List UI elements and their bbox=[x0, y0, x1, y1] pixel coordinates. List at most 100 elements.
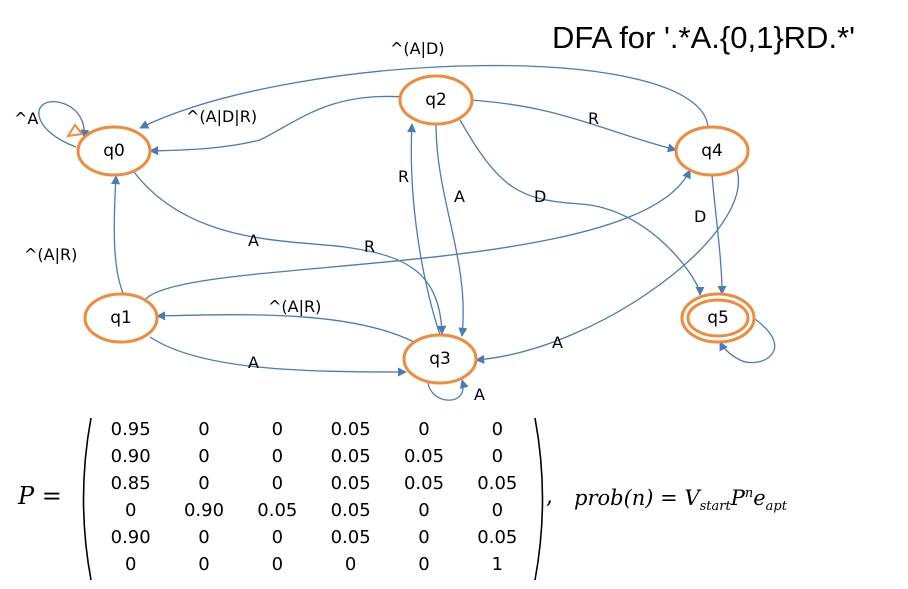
matrix-cell: 0.85 bbox=[110, 473, 151, 494]
edge-q3-to-q3 bbox=[427, 379, 469, 401]
state-label-q0: q0 bbox=[103, 141, 125, 161]
matrix-cell: 0 bbox=[344, 554, 357, 575]
matrix-row: 0 0 0 0 0 1 bbox=[94, 551, 534, 578]
matrix-cell: 0.05 bbox=[257, 500, 298, 521]
edge-label-q1-to-q0: ^(A|R) bbox=[24, 245, 77, 264]
edge-label-q0-to-q0: ^A bbox=[14, 109, 38, 128]
state-label-q3: q3 bbox=[429, 349, 451, 369]
matrix-cell: 0 bbox=[124, 554, 137, 575]
edge-q2-to-q3 bbox=[435, 123, 468, 337]
edge-q1-to-q4 bbox=[144, 169, 691, 301]
matrix-cell: 0 bbox=[271, 446, 284, 467]
matrix-cell: 0.05 bbox=[403, 446, 445, 467]
edge-q3-to-q2 bbox=[407, 123, 441, 336]
matrix-cell: 0.05 bbox=[330, 446, 371, 467]
matrix-cell: 0.05 bbox=[477, 473, 518, 494]
prob-lhs: prob(n) = bbox=[574, 486, 685, 510]
matrix-cell: 0 bbox=[418, 419, 430, 440]
edge-label-q2-to-q4: R bbox=[588, 109, 599, 128]
matrix-cell: 0 bbox=[198, 446, 210, 467]
edge-label-q0-to-q3: A bbox=[248, 231, 259, 250]
matrix-cell: 0 bbox=[198, 554, 210, 575]
matrix-left-paren bbox=[82, 417, 92, 581]
edge-q0-to-q0 bbox=[38, 101, 90, 148]
state-q3: q3 bbox=[402, 333, 478, 385]
equation-comma: , bbox=[546, 484, 553, 509]
state-q5: q5 bbox=[680, 292, 756, 344]
state-label-q2: q2 bbox=[425, 90, 447, 110]
matrix-cell: 0 bbox=[418, 554, 430, 575]
matrix-cell: 0 bbox=[198, 473, 210, 494]
dfa-diagram: q0 q1 q2 q3 q4 q5 ^A A ^(A|R) A R ^(A|D|R) A R D ^(A|R… bbox=[14, 39, 776, 404]
state-circle-q1 bbox=[83, 292, 159, 344]
matrix-cell: 0.05 bbox=[330, 473, 371, 494]
matrix-cell: 0 bbox=[271, 554, 284, 575]
transition-matrix: 0.95 0 0 0.05 0 0 0.90 0 0 0.05 0.05 0 0.85 0 0 0.05 0.0… bbox=[94, 416, 534, 578]
matrix-cell: 0 bbox=[491, 500, 504, 521]
matrix-cell: 0.90 bbox=[183, 500, 225, 521]
edge-q0-to-q3 bbox=[133, 171, 447, 335]
state-label-q4: q4 bbox=[701, 141, 723, 161]
matrix-cell: 0 bbox=[124, 500, 137, 521]
edge-q2-to-q0 bbox=[149, 95, 405, 156]
edge-label-q1-to-q3: A bbox=[248, 353, 259, 372]
transition-matrix-equation: P = 0.95 0 0 0.05 0 0 0.90 0 0 0.05 0.05 0 0.85 0 0 0.0… bbox=[18, 414, 898, 584]
matrix-cell: 0 bbox=[418, 527, 430, 548]
matrix-cell: 0 bbox=[491, 419, 504, 440]
state-circle-q2 bbox=[398, 74, 474, 126]
state-label-q1: q1 bbox=[110, 308, 132, 328]
matrix-cell: 0.05 bbox=[477, 527, 518, 548]
edge-label-q3-to-q2: R bbox=[398, 167, 409, 186]
matrix-cell: 0 bbox=[271, 473, 284, 494]
state-label-q5: q5 bbox=[707, 308, 729, 328]
edge-q2-to-q4 bbox=[469, 99, 677, 153]
edge-label-q4-to-q0: ^(A|D) bbox=[390, 39, 445, 58]
edge-label-q2-to-q0: ^(A|D|R) bbox=[186, 107, 257, 126]
matrix-cell: 1 bbox=[491, 554, 504, 575]
edge-q4-to-q3 bbox=[475, 166, 739, 364]
matrix-row: 0.85 0 0 0.05 0.05 0.05 bbox=[94, 470, 534, 497]
matrix-cell: 0 bbox=[418, 500, 430, 521]
edge-q5-to-q5 bbox=[719, 316, 776, 364]
edge-label-q2-to-q5: D bbox=[534, 187, 546, 206]
edge-label-q3-to-q1: ^(A|R) bbox=[268, 297, 321, 316]
state-circle-q4 bbox=[674, 125, 750, 177]
edge-q3-to-q1 bbox=[156, 311, 415, 343]
prob-v: V bbox=[684, 486, 700, 510]
matrix-cell: 0 bbox=[271, 527, 284, 548]
matrix-cell: 0 bbox=[271, 419, 284, 440]
matrix-cell: 0.05 bbox=[403, 473, 445, 494]
matrix-lhs: P = bbox=[18, 482, 62, 510]
edge-q4-to-q0 bbox=[139, 64, 709, 129]
state-q1: q1 bbox=[83, 292, 159, 344]
start-marker-icon bbox=[65, 123, 84, 138]
matrix-right-paren bbox=[534, 417, 544, 581]
edge-q2-to-q5 bbox=[459, 119, 705, 296]
edge-q1-to-q0 bbox=[111, 175, 124, 294]
matrix-cell: 0.90 bbox=[110, 527, 151, 548]
edge-label-q1-to-q4: R bbox=[364, 237, 375, 256]
diagram-title: DFA for '.*A.{0,1}RD.*' bbox=[552, 20, 856, 55]
matrix-row: 0.90 0 0 0.05 0 0.05 bbox=[94, 524, 534, 551]
matrix-cell: 0.90 bbox=[110, 446, 151, 467]
matrix-cell: 0.05 bbox=[330, 527, 371, 548]
matrix-cell: 0 bbox=[198, 419, 210, 440]
matrix-cell: 0 bbox=[491, 446, 504, 467]
state-circle-q3 bbox=[402, 333, 478, 385]
edge-label-q2-to-q3: A bbox=[454, 187, 465, 206]
state-q4: q4 bbox=[674, 125, 750, 177]
matrix-row: 0.90 0 0 0.05 0.05 0 bbox=[94, 443, 534, 470]
edge-q1-to-q3 bbox=[149, 336, 407, 377]
state-q2: q2 bbox=[398, 74, 474, 126]
edge-label-q4-to-q3: A bbox=[552, 333, 563, 352]
state-q0: q0 bbox=[65, 123, 152, 177]
edge-q4-to-q5 bbox=[711, 174, 727, 295]
matrix-cell: 0.95 bbox=[110, 419, 151, 440]
matrix-cell: 0 bbox=[198, 527, 210, 548]
accept-ring-q5 bbox=[686, 298, 750, 338]
prob-p-superscript: n bbox=[744, 486, 754, 501]
prob-v-subscript: start bbox=[699, 499, 731, 515]
